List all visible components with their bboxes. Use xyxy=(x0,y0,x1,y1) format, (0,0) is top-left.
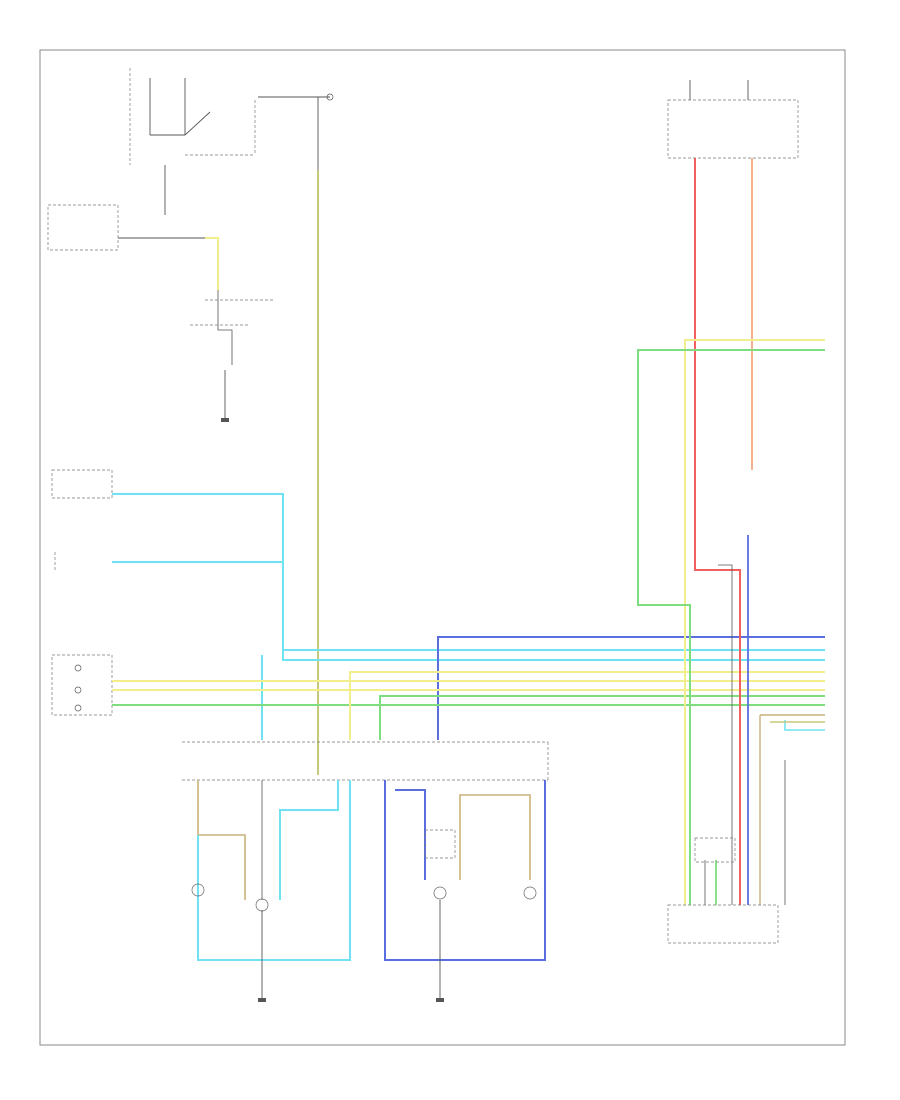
lamp-group-center xyxy=(384,780,546,1002)
wires-bus xyxy=(112,636,825,740)
lamp-group-left xyxy=(191,780,351,1002)
fuse-center xyxy=(258,93,334,170)
wires-right xyxy=(637,158,825,944)
wires-cyan-left xyxy=(112,493,825,740)
diagram-frame xyxy=(39,49,846,1046)
wire-yellow-relay xyxy=(190,237,275,422)
ignition-switch-block xyxy=(129,68,256,215)
fuse-block-right xyxy=(667,80,799,159)
left-connectors xyxy=(51,469,113,716)
left-control-module xyxy=(47,204,205,251)
ground-symbol xyxy=(221,418,229,422)
